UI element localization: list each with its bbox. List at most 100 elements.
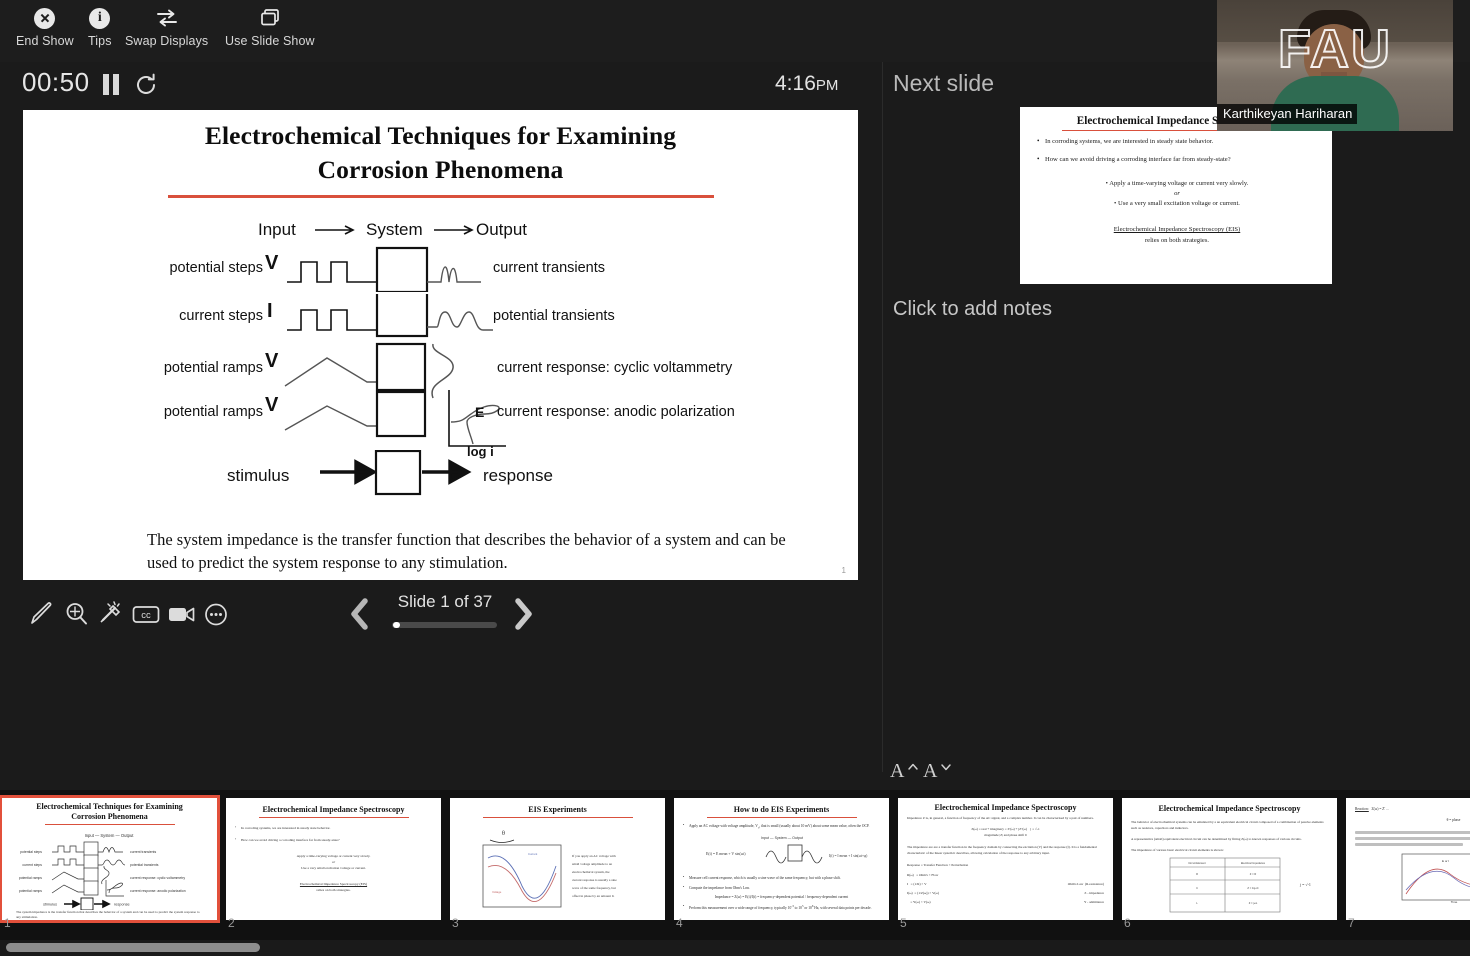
slide-caption: The system impedance is the transfer fun… <box>147 530 786 573</box>
svg-text:potential ramps: potential ramps <box>19 889 42 893</box>
thumbnail-4-equation-icon: Input — System — Output E(t) = E mean + … <box>706 836 868 864</box>
next-slide-button[interactable] <box>508 594 538 634</box>
video-camera-icon[interactable] <box>165 598 197 630</box>
svg-text:Input — System — Output: Input — System — Output <box>85 833 135 838</box>
thumbnail-slide-7[interactable]: Reaction: Z(ω) = Z′ ... θ = phase E or I… <box>1346 798 1470 920</box>
next-slide-sub-bullet-1: • Apply a time-varying voltage or curren… <box>1105 179 1249 187</box>
thumbnail-2-number: 2 <box>228 916 235 930</box>
use-slide-show-button[interactable]: Use Slide Show <box>225 6 315 48</box>
slide-page-number: 1 <box>841 566 846 575</box>
svg-text:L: L <box>1196 901 1198 905</box>
svg-text:current steps: current steps <box>22 863 42 867</box>
row-2-left-label: current steps <box>179 307 263 324</box>
thumbnail-strip-scrollbar[interactable] <box>0 940 1470 956</box>
increase-font-size-button[interactable]: A <box>890 760 924 790</box>
slide-title: Electrochemical Techniques for Examining… <box>23 119 858 186</box>
magnifier-icon[interactable] <box>60 598 92 630</box>
row-3-ramp-icon <box>284 342 454 399</box>
tips-button[interactable]: i Tips <box>88 6 112 48</box>
thumbnail-1-title-line-1: Electrochemical Techniques for Examining <box>36 802 183 811</box>
current-slide-view[interactable]: Electrochemical Techniques for Examining… <box>23 110 858 580</box>
presenter-notes-area[interactable]: Click to add notes <box>893 298 1463 748</box>
swap-displays-button[interactable]: Swap Displays <box>125 6 208 48</box>
next-slide-sub-bullet-2-text: Use a very small excitation voltage or c… <box>1118 200 1240 208</box>
thumbnail-2-bullet-1: In corroding systems, we are interested … <box>235 825 432 832</box>
svg-text:Circuit Element: Circuit Element <box>1188 861 1206 865</box>
pause-icon[interactable] <box>101 74 121 96</box>
response-label: response <box>483 465 553 485</box>
svg-text:E(t) = E mean + V sin(ωt): E(t) = E mean + V sin(ωt) <box>706 852 746 856</box>
thumbnail-3-figure-icon: θ Current Voltage If you apply an AC vol… <box>482 831 617 908</box>
slide-thumbnail-strip: Electrochemical Techniques for Examining… <box>0 790 1470 940</box>
thumbnail-slide-6[interactable]: Electrochemical Impedance Spectroscopy T… <box>1122 798 1337 920</box>
thumbnail-2-sub-2: Use a very small excitation voltage or c… <box>301 865 366 870</box>
clock-ampm: PM <box>815 77 839 94</box>
next-slide-heading: Next slide <box>893 70 994 96</box>
more-options-icon[interactable] <box>200 598 232 630</box>
fau-watermark: FAU <box>1277 19 1392 79</box>
flow-system-label: System <box>366 219 423 239</box>
svg-text:potential ramps: potential ramps <box>19 876 42 880</box>
timer-row: 00:50 <box>0 62 884 108</box>
svg-text:cc: cc <box>141 610 151 621</box>
svg-text:current response: cyclic volta: current response: cyclic voltammetry <box>130 876 185 880</box>
thumbnail-1-title-line-2: Corrosion Phenomena <box>71 812 148 821</box>
thumbnail-slide-2[interactable]: Electrochemical Impedance Spectroscopy I… <box>226 798 441 920</box>
webcam-video-overlay[interactable]: FAU Karthikeyan Hariharan <box>1217 0 1453 131</box>
thumbnail-2-title: Electrochemical Impedance Spectroscopy <box>262 805 405 814</box>
svg-text:Electrical Impedance: Electrical Impedance <box>1241 861 1266 865</box>
thumbnail-4-body: Apply an AC voltage with voltage amplitu… <box>674 818 889 831</box>
thumbnail-3-title: EIS Experiments <box>528 805 587 814</box>
slide-progress-bar[interactable] <box>392 622 497 628</box>
chevron-down-icon <box>941 764 951 771</box>
decrease-font-letter: A <box>923 760 938 782</box>
thumbnail-slide-1[interactable]: Electrochemical Techniques for Examining… <box>0 795 220 923</box>
decrease-font-size-button[interactable]: A <box>923 760 957 790</box>
row-3-left-label: potential ramps <box>163 359 263 376</box>
panel-divider <box>882 62 883 772</box>
reset-icon[interactable] <box>134 73 158 97</box>
laser-pointer-icon[interactable] <box>95 598 127 630</box>
thumbnail-6-title: Electrochemical Impedance Spectroscopy <box>1158 804 1301 813</box>
flow-output-label: Output <box>476 219 528 239</box>
svg-text:potential steps: potential steps <box>20 850 42 854</box>
next-slide-sub-bullet-2: • Use a very small excitation voltage or… <box>1114 200 1240 208</box>
svg-text:Input — System — Output: Input — System — Output <box>761 836 803 840</box>
slide-progress-knob[interactable] <box>393 622 400 628</box>
next-slide-preview[interactable]: Electrochemical Impedance Spectroscopy I… <box>1020 107 1332 284</box>
increase-font-letter: A <box>890 760 905 782</box>
scrollbar-thumb[interactable] <box>6 943 260 952</box>
use-slide-show-label: Use Slide Show <box>225 34 315 48</box>
end-show-button[interactable]: End Show <box>16 6 74 48</box>
thumbnail-slide-3[interactable]: EIS Experiments θ Current Voltage If you… <box>450 798 665 920</box>
slide-navigation: Slide 1 of 37 <box>340 586 550 642</box>
thumbnail-2-or: or <box>331 859 336 864</box>
svg-text:current response is usually a: current response is usually a sine <box>572 878 617 882</box>
thumbnail-1-number: 1 <box>4 916 11 930</box>
participant-name-label: Karthikeyan Hariharan <box>1217 104 1358 124</box>
flow-arrow-1-icon <box>315 225 355 235</box>
pen-icon[interactable] <box>25 598 57 630</box>
svg-text:Z = jωL: Z = jωL <box>1249 901 1258 905</box>
next-slide-sub-bullet-1-text: Apply a time-varying voltage or current … <box>1109 179 1249 187</box>
previous-slide-button[interactable] <box>345 594 375 634</box>
end-show-label: End Show <box>16 34 74 48</box>
svg-text:I(t) = I mean + I sin(ωt+φ): I(t) = I mean + I sin(ωt+φ) <box>829 854 868 858</box>
svg-text:C: C <box>1196 886 1198 890</box>
svg-text:Z = R: Z = R <box>1250 872 1257 876</box>
row-2-waveform-icon <box>287 293 493 337</box>
svg-text:response: response <box>114 903 130 907</box>
svg-text:current transients: current transients <box>130 850 156 854</box>
thumbnail-5-body: Impedance Z is, in general, a function o… <box>907 816 1104 904</box>
slides-stack-icon <box>258 6 282 30</box>
thumbnail-slide-4[interactable]: How to do EIS Experiments Apply an AC vo… <box>674 798 889 920</box>
svg-text:electrochemical system, the: electrochemical system, the <box>572 870 610 875</box>
chevron-up-icon <box>908 763 918 770</box>
closed-caption-icon[interactable]: cc <box>130 598 162 630</box>
thumbnail-slide-5[interactable]: Electrochemical Impedance Spectroscopy I… <box>898 798 1113 920</box>
tips-label: Tips <box>88 34 112 48</box>
row-2-right-label: potential transients <box>493 307 615 324</box>
thumbnail-2-sub-1: Apply a time-varying voltage or current … <box>296 853 371 858</box>
svg-text:If you apply an AC voltage wit: If you apply an AC voltage with <box>572 854 616 858</box>
